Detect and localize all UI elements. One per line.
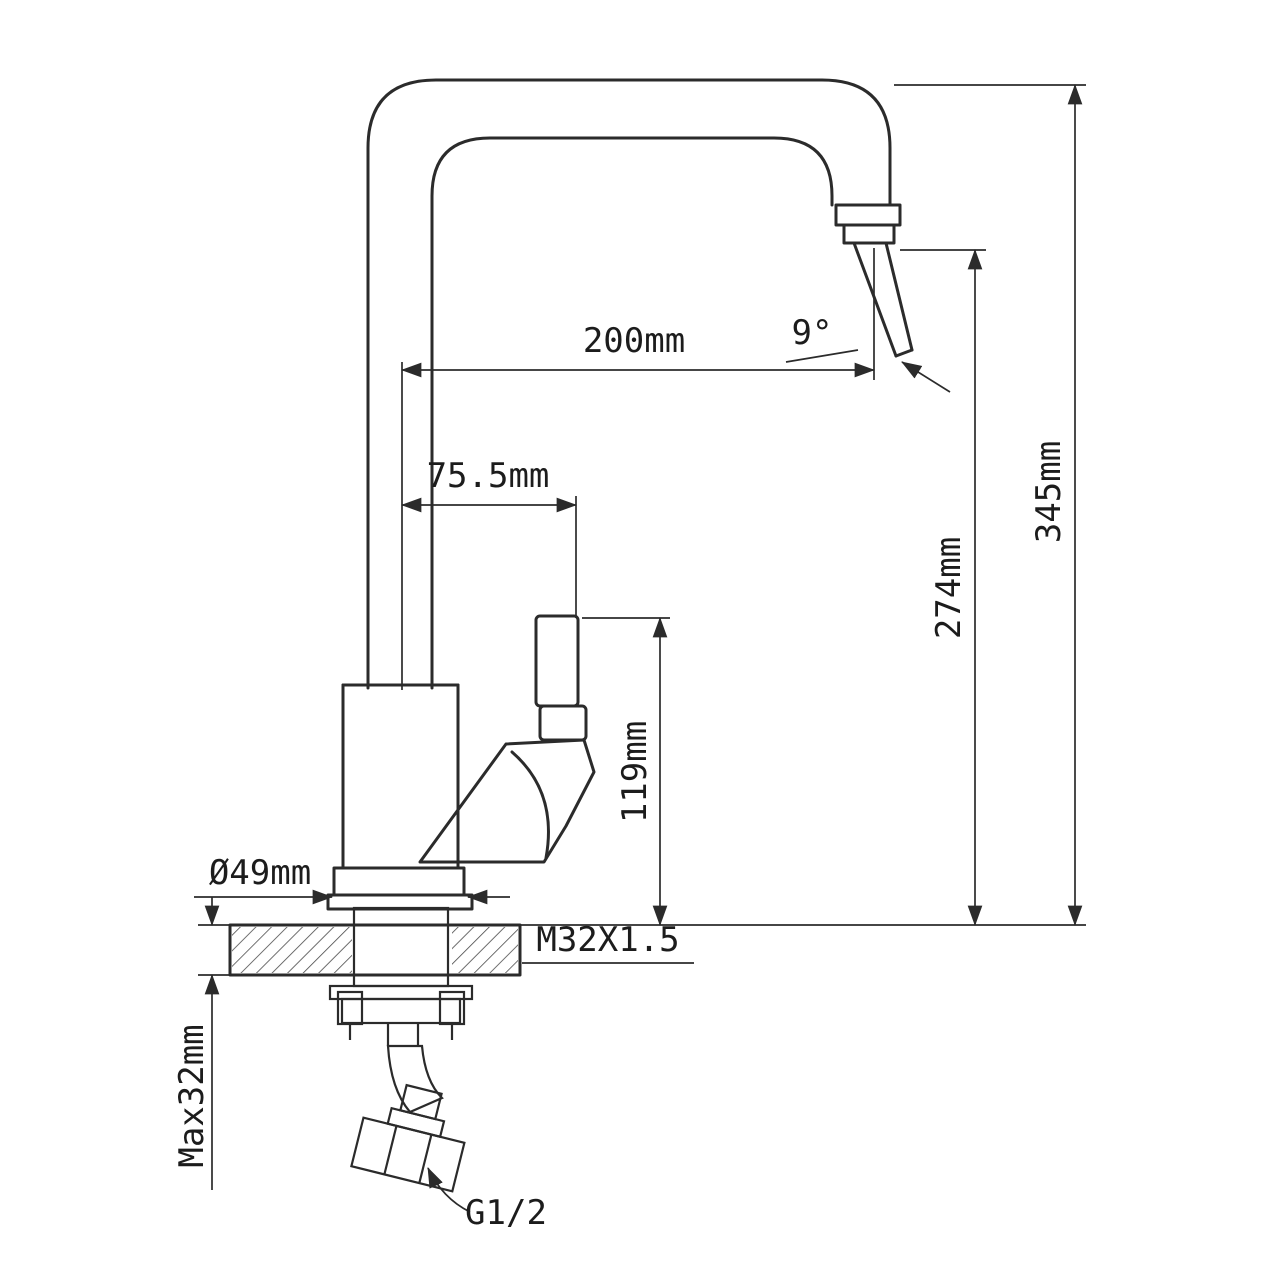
mounting-hardware	[328, 984, 474, 1046]
faucet-spout	[366, 78, 914, 690]
aerator-upper	[834, 203, 902, 227]
dimension-total-height: 345mm	[455, 83, 1086, 927]
dimensions: 200mm 9° 75.5mm 345mm 274mm	[172, 83, 1086, 1233]
dimension-spout-reach: 200mm	[400, 248, 876, 690]
base-ring	[332, 866, 466, 897]
connector-mid	[386, 1106, 446, 1139]
faucet-handle	[418, 614, 596, 864]
label-handle-offset: 75.5mm	[427, 456, 550, 496]
outlet-stream-left	[852, 241, 898, 358]
label-deck-thickness: Max32mm	[172, 1024, 212, 1167]
faucet-body	[326, 683, 474, 911]
connector-hex-nut	[350, 1116, 466, 1193]
hose-connector	[350, 1083, 466, 1193]
outlet-stream-right	[884, 241, 914, 352]
label-spout-angle: 9°	[792, 313, 833, 353]
countertop-hatch-left	[232, 927, 352, 973]
supply-hose	[386, 1044, 444, 1114]
outlet-stream-tip	[894, 348, 914, 358]
hex-facet-left	[383, 1125, 398, 1175]
countertop-outline	[228, 923, 522, 977]
label-hose-connection: G1/2	[465, 1193, 547, 1233]
dimension-mount-thread: M32X1.5	[522, 920, 694, 964]
handle-grip	[534, 614, 580, 708]
label-base-diameter: Ø49mm	[209, 853, 311, 893]
label-outlet-height: 274mm	[929, 537, 969, 639]
hex-facet-right	[418, 1134, 433, 1184]
dimension-outlet-height: 274mm	[900, 248, 986, 927]
countertop-section	[228, 906, 522, 988]
handle-neck	[538, 704, 588, 742]
dimension-base-diameter: Ø49mm	[194, 853, 510, 905]
label-mount-thread: M32X1.5	[536, 920, 679, 960]
dimension-spout-angle: 9°	[785, 313, 951, 393]
label-total-height: 345mm	[1029, 441, 1069, 543]
dimension-hose-connection: G1/2	[427, 1167, 547, 1233]
angle-reference-line	[785, 349, 859, 363]
mounting-nut	[340, 997, 462, 1025]
angle-leader	[901, 361, 951, 393]
dimension-deck-thickness: Max32mm	[172, 897, 232, 1190]
label-handle-height: 119mm	[615, 721, 655, 823]
spout-outer-contour	[366, 78, 892, 690]
handle-joint-curve	[510, 750, 550, 860]
hose-braided-section	[386, 1044, 444, 1114]
dimension-handle-offset: 75.5mm	[400, 456, 578, 618]
countertop-hatch-right	[452, 927, 518, 973]
g12-leader	[427, 1167, 471, 1213]
label-spout-reach: 200mm	[583, 321, 685, 361]
handle-housing	[418, 738, 596, 864]
spout-inner-contour	[430, 136, 834, 690]
aerator-lower	[842, 223, 896, 245]
dimension-handle-height: 119mm	[582, 616, 670, 927]
